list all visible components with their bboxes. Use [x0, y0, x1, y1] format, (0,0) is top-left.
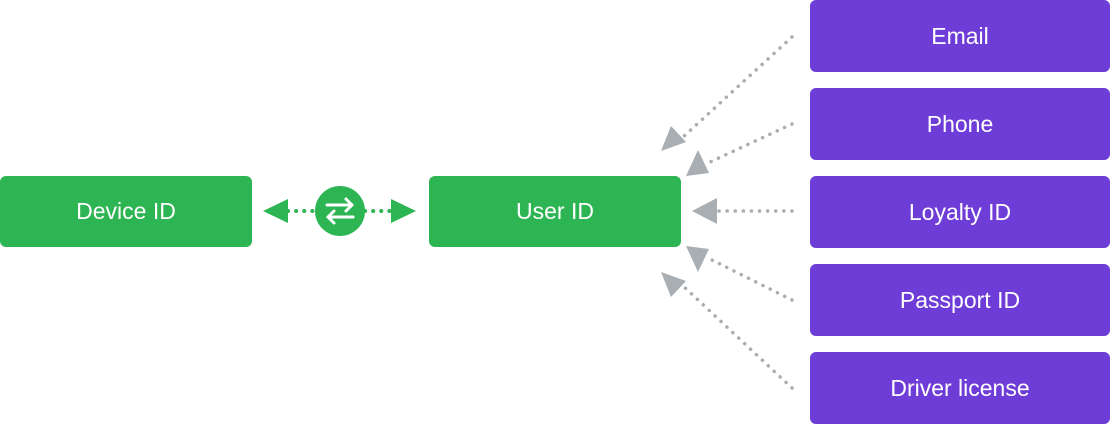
- driver-license-label: Driver license: [890, 374, 1030, 401]
- left-arrowhead: [263, 199, 288, 223]
- swap-arrows-icon: [325, 197, 355, 225]
- phone-link: [706, 122, 794, 165]
- passport-arrowhead: [686, 246, 709, 272]
- phone-arrowhead: [686, 150, 709, 176]
- loyalty-id-node: Loyalty ID: [810, 176, 1110, 248]
- right-arrowhead: [391, 199, 416, 223]
- driver-license-node: Driver license: [810, 352, 1110, 424]
- passport-link: [706, 256, 794, 302]
- license-link: [680, 283, 794, 390]
- phone-label: Phone: [926, 110, 994, 137]
- phone-node: Phone: [810, 88, 1110, 160]
- email-label: Email: [931, 22, 989, 49]
- device-id-label: Device ID: [76, 198, 176, 224]
- device-user-link: [263, 186, 416, 236]
- user-id-label: User ID: [516, 198, 594, 224]
- loyalty-arrowhead: [692, 198, 717, 224]
- passport-id-node: Passport ID: [810, 264, 1110, 336]
- email-arrowhead: [661, 126, 686, 151]
- identifier-links: [680, 35, 794, 390]
- license-arrowhead: [661, 272, 686, 297]
- identifier-arrowheads: [661, 126, 717, 297]
- user-id-node: User ID: [429, 176, 681, 247]
- device-id-node: Device ID: [0, 176, 252, 247]
- swap-circle: [315, 186, 365, 236]
- email-node: Email: [810, 0, 1110, 72]
- passport-id-label: Passport ID: [899, 286, 1021, 313]
- loyalty-id-label: Loyalty ID: [908, 198, 1012, 225]
- email-link: [680, 35, 794, 140]
